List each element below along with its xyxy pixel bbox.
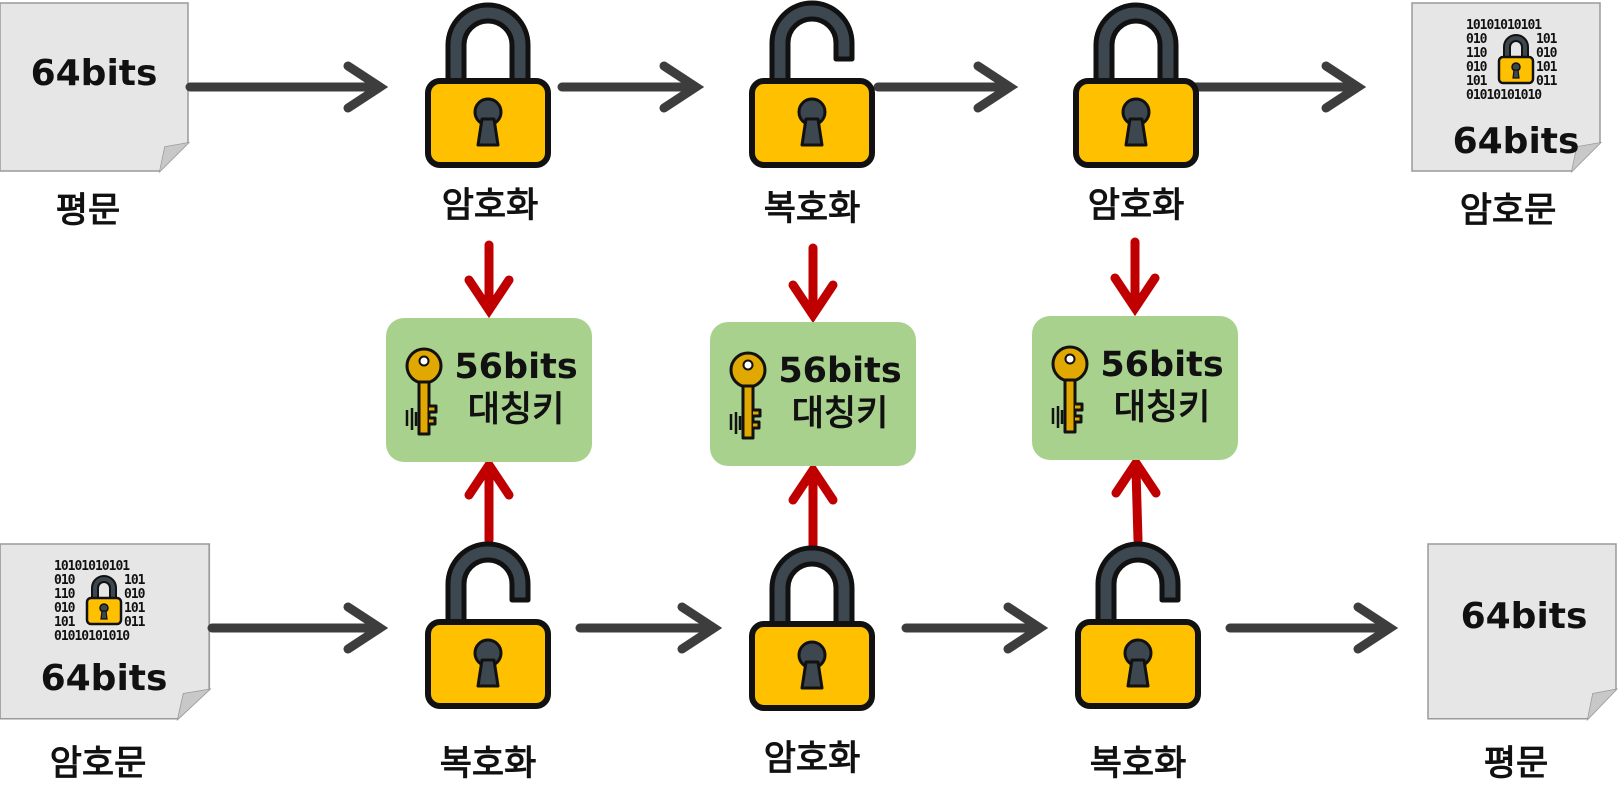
top-flow-arrows [185,61,1367,113]
top-ciphertext-document: 64bits [1411,2,1601,172]
top-step-3-label: 암호화 [1088,186,1185,226]
top-plaintext-size: 64bits [31,53,158,94]
top-plaintext-document: 64bits [0,2,189,172]
top-step-2-label: 복호화 [764,189,861,229]
bottom-ciphertext-size: 64bits [41,658,168,699]
key-size: 56bits [778,351,901,391]
lock-unlocked-icon [1078,544,1198,706]
top-ciphertext-size: 64bits [1453,121,1580,162]
lock-locked-icon [752,548,872,708]
key-arrow-up [1131,465,1143,545]
lock-unlocked-icon [752,3,872,165]
key-label: 대칭키 [1114,388,1211,428]
bottom-plaintext-document: 64bits [1427,543,1617,720]
bottom-plaintext-size: 64bits [1461,596,1588,637]
key-size: 56bits [1100,345,1223,385]
bottom-step-1-label: 복호화 [440,744,537,784]
bottom-step-3-label: 복호화 [1090,744,1187,784]
key-label: 대칭키 [792,394,889,434]
key-size: 56bits [454,347,577,387]
bottom-flow-arrows [207,602,1399,654]
key-box: 56bits 대칭키 [1032,316,1238,460]
bottom-ciphertext-document: 64bits [0,543,211,720]
bottom-step-2-label: 암호화 [764,739,861,779]
bottom-ciphertext-label: 암호문 [50,744,147,784]
lock-unlocked-icon [428,544,548,706]
top-step-1-label: 암호화 [442,186,539,226]
bottom-plaintext-label: 평문 [1484,744,1548,784]
key-arrows [464,237,1161,550]
top-plaintext-label: 평문 [56,191,120,231]
lock-locked-icon [428,5,548,165]
key-label: 대칭키 [468,390,565,430]
lock-locked-icon [1076,5,1196,165]
key-box: 56bits 대칭키 [710,322,916,466]
top-ciphertext-label: 암호문 [1460,191,1557,231]
key-box: 56bits 대칭키 [386,318,592,462]
